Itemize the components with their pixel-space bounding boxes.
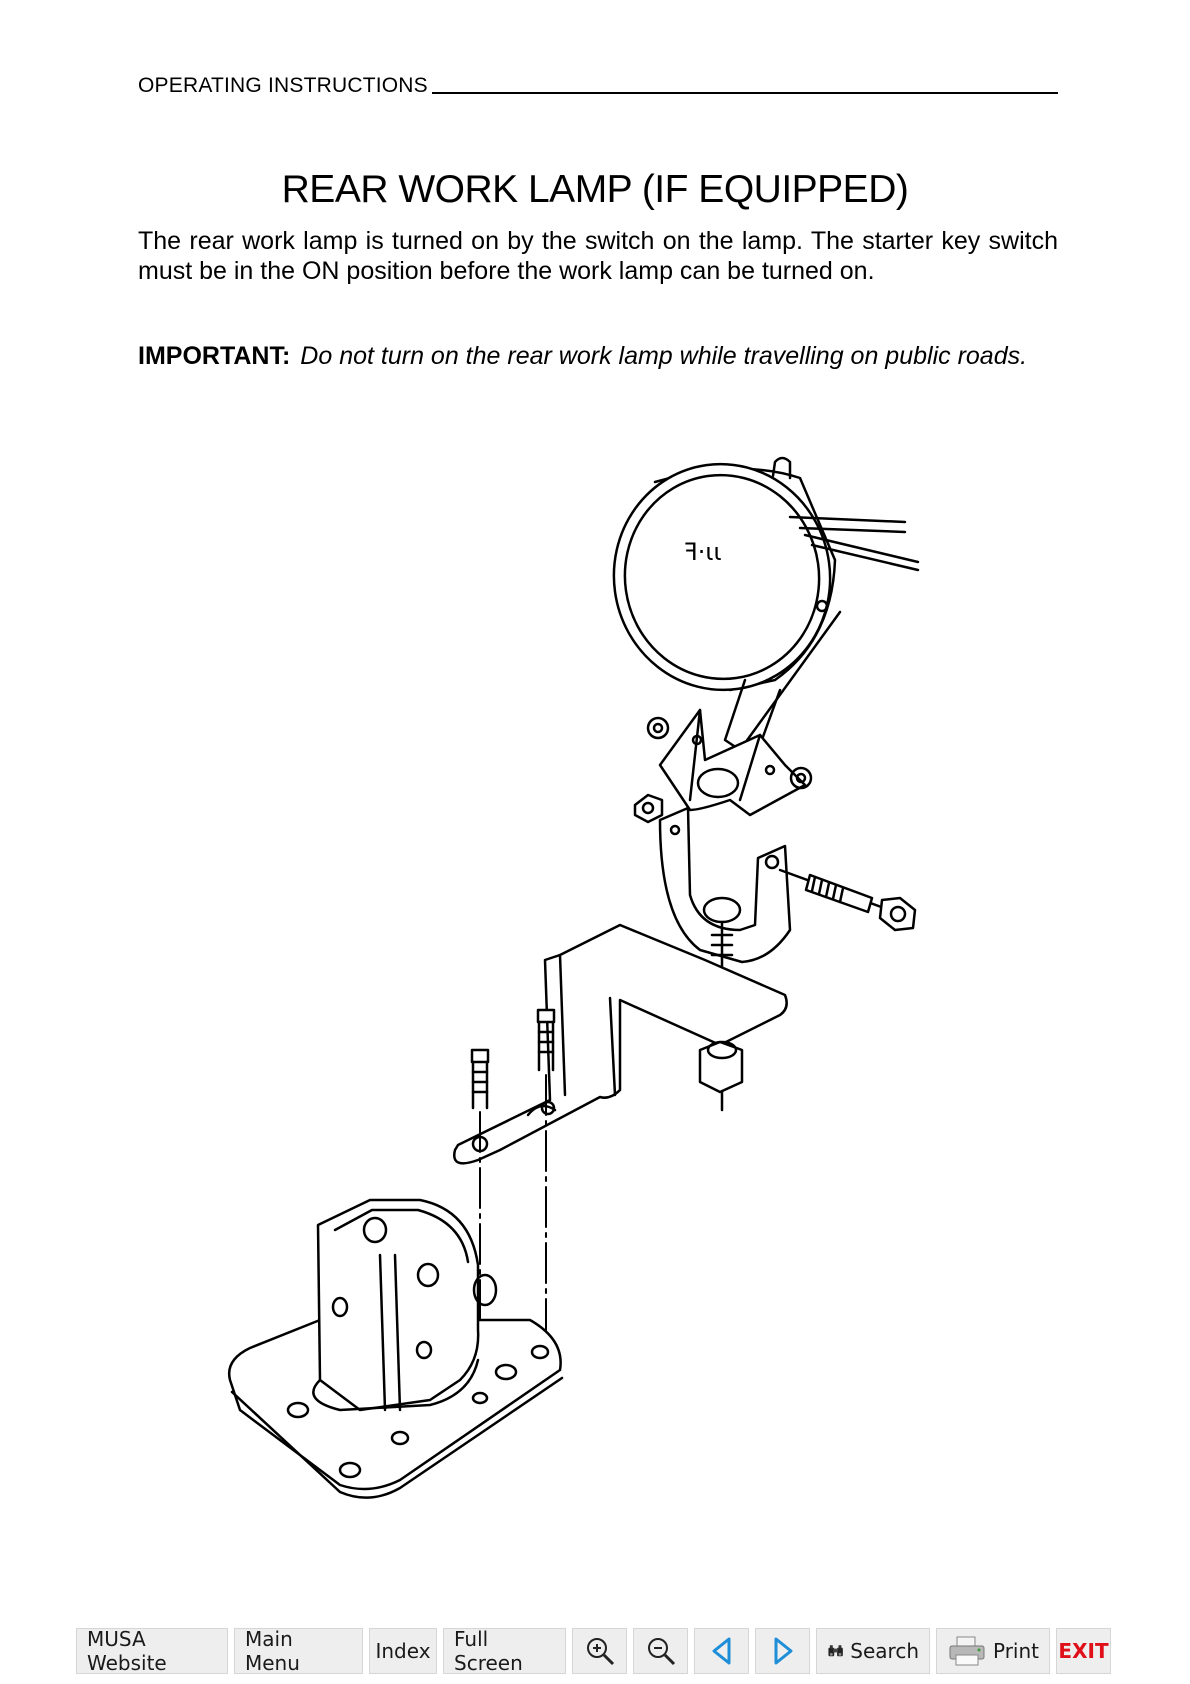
triangle-right-icon [774,1637,792,1665]
rear-work-lamp-illustration: ꟻ·ɩɩ [227,456,920,1499]
musa-website-label: MUSA Website [87,1627,167,1675]
index-button[interactable]: Index [369,1628,437,1674]
running-head-text: OPERATING INSTRUCTIONS [138,74,428,97]
hex-nut [698,1040,744,1112]
lamp-stem [723,610,842,752]
main-menu-label: Main Menu [245,1627,300,1675]
zoom-in-icon [586,1638,614,1666]
angle-bracket [633,708,813,824]
binoculars-icon [828,1645,843,1657]
important-label: IMPORTANT: [138,342,291,370]
viewer-toolbar: MUSA Website Main Menu Index Full Screen [76,1627,1111,1675]
zoom-out-button[interactable] [633,1628,688,1674]
important-text: Do not turn on the rear work lamp while … [300,342,1028,370]
printer-icon [949,1636,985,1666]
zoom-in-button[interactable] [572,1628,627,1674]
z-bracket [453,923,788,1165]
body-paragraph: The rear work lamp is turned on by the s… [138,227,1058,285]
running-head: OPERATING INSTRUCTIONS [138,74,1058,98]
lens-marking: ꟻ·ɩɩ [684,538,722,566]
index-label: Index [375,1639,431,1663]
next-page-button[interactable] [755,1628,810,1674]
main-menu-button[interactable]: Main Menu [234,1627,363,1675]
exit-button[interactable]: EXIT [1056,1628,1111,1674]
search-button[interactable]: Search [816,1628,930,1674]
exit-label: EXIT [1058,1639,1109,1663]
hex-bolt [778,868,917,932]
full-screen-button[interactable]: Full Screen [443,1627,566,1675]
search-label: Search [850,1639,919,1663]
page-title: REAR WORK LAMP (IF EQUIPPED) [281,168,909,211]
zoom-out-icon [647,1638,675,1666]
print-label: Print [992,1639,1039,1663]
lamp-head: ꟻ·ɩɩ [612,456,920,692]
carriage-bolts [470,1008,556,1110]
mounting-post [312,1198,498,1412]
important-note: IMPORTANT: Do not turn on the rear work l… [138,341,1058,372]
musa-website-button[interactable]: MUSA Website [76,1627,228,1675]
full-screen-label: Full Screen [454,1627,523,1675]
running-head-rule [431,92,1058,94]
previous-page-button[interactable] [694,1628,749,1674]
triangle-left-icon [712,1637,730,1665]
print-button[interactable]: Print [936,1628,1050,1674]
